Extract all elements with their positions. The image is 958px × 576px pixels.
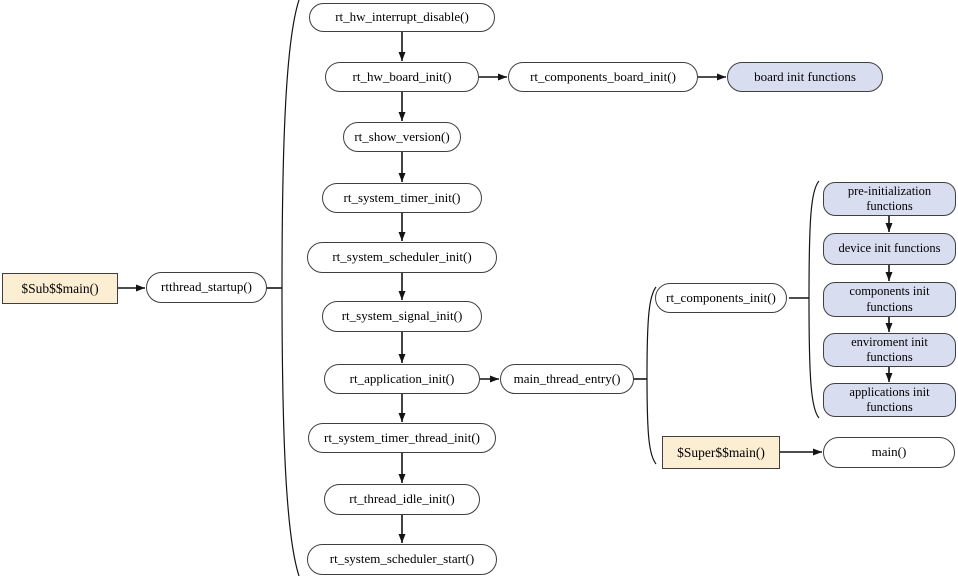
node-rt-system-signal-init: rt_system_signal_init()	[322, 301, 482, 332]
brace-rt-components-init	[808, 180, 820, 419]
node-rt-hw-interrupt-disable: rt_hw_interrupt_disable()	[309, 3, 495, 32]
node-pre-initialization-functions: pre-initialization functions	[823, 182, 956, 216]
brace-main-thread-entry	[646, 286, 657, 465]
node-main-thread-entry: main_thread_entry()	[500, 364, 634, 394]
node-enviroment-init-functions: enviroment init functions	[823, 333, 956, 367]
node-rt-components-init: rt_components_init()	[655, 283, 787, 313]
node-rt-application-init: rt_application_init()	[324, 364, 480, 394]
node-main: main()	[823, 437, 955, 468]
node-rt-system-timer-init: rt_system_timer_init()	[322, 183, 482, 213]
node-components-init-functions: components init functions	[823, 282, 956, 317]
node-rtthread-startup: rtthread_startup()	[146, 272, 267, 303]
brace-rtthread-startup	[281, 0, 300, 576]
node-applications-init-functions: applications init functions	[823, 383, 956, 417]
node-rt-system-scheduler-start: rt_system_scheduler_start()	[307, 544, 497, 575]
node-rt-system-scheduler-init: rt_system_scheduler_init()	[307, 242, 497, 273]
node-rt-system-timer-thread-init: rt_system_timer_thread_init()	[308, 423, 496, 453]
node-rt-show-version: rt_show_version()	[343, 122, 461, 152]
node-board-init-functions: board init functions	[727, 62, 883, 92]
node-super-main: $Super$$main()	[662, 436, 780, 469]
node-device-init-functions: device init functions	[823, 233, 956, 265]
node-rt-thread-idle-init: rt_thread_idle_init()	[324, 484, 480, 515]
node-rt-components-board-init: rt_components_board_init()	[508, 62, 698, 92]
node-rt-hw-board-init: rt_hw_board_init()	[325, 62, 479, 92]
node-sub-main: $Sub$$main()	[2, 273, 118, 304]
